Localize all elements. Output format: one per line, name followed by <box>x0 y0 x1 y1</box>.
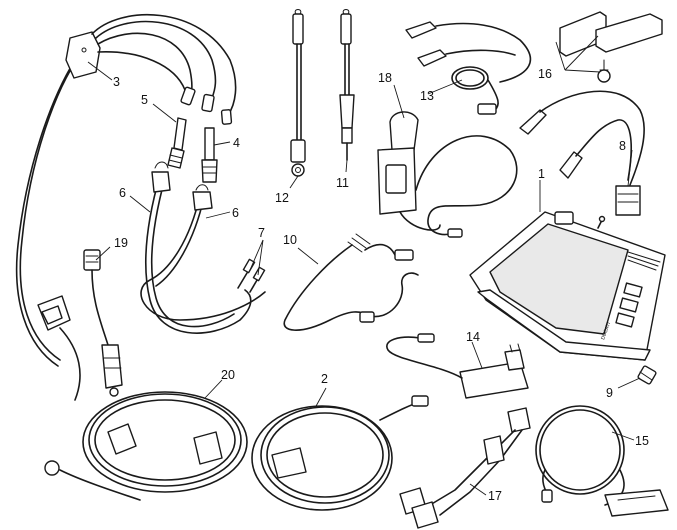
part-11-probe <box>339 9 355 161</box>
part-6-probe-cables <box>140 161 266 334</box>
label-2: 2 <box>321 372 328 386</box>
label-11: 11 <box>336 176 349 190</box>
label-5: 5 <box>141 93 148 107</box>
part-2-coiled-cable <box>251 395 429 511</box>
leader-lines <box>87 35 641 496</box>
label-20: 20 <box>221 368 235 382</box>
label-16: 16 <box>538 67 552 81</box>
part-7-leads <box>237 258 266 293</box>
label-10: 10 <box>283 233 297 247</box>
obd-connector <box>37 295 81 401</box>
label-1: 1 <box>538 167 545 181</box>
label-15: 15 <box>635 434 649 448</box>
part-13-clip-cable <box>405 21 532 115</box>
part-5-socket <box>167 117 187 169</box>
part-18-clamp-meter <box>377 111 518 238</box>
part-10-cable <box>283 233 419 331</box>
label-6b: 6 <box>232 206 239 220</box>
part-9-connector <box>637 365 657 385</box>
part-16-brackets <box>559 11 663 83</box>
label-17: 17 <box>488 489 502 503</box>
label-13: 13 <box>420 89 434 103</box>
label-14: 14 <box>466 330 480 344</box>
part-8-battery-clips <box>519 90 645 216</box>
label-19: 19 <box>114 236 128 250</box>
label-3: 3 <box>113 75 120 89</box>
part-17-y-cable <box>399 407 531 529</box>
label-6a: 6 <box>119 186 126 200</box>
label-9: 9 <box>606 386 613 400</box>
part-20-coiled-cable <box>44 391 248 501</box>
label-7: 7 <box>258 226 265 240</box>
label-12: 12 <box>275 191 289 205</box>
part-12-probe <box>290 9 306 177</box>
part-19-lighter-cable <box>83 249 123 397</box>
part-4-socket <box>201 127 218 183</box>
label-8: 8 <box>619 139 626 153</box>
part-3-harness <box>15 13 237 367</box>
label-18: 18 <box>378 71 392 85</box>
label-4: 4 <box>233 136 240 150</box>
part-14-power-adapter <box>386 333 529 399</box>
device-brand: DUCATI <box>600 321 612 340</box>
part-1-diagnostic-device: DUCATI <box>469 211 666 361</box>
part-15-cable-box <box>535 405 669 517</box>
